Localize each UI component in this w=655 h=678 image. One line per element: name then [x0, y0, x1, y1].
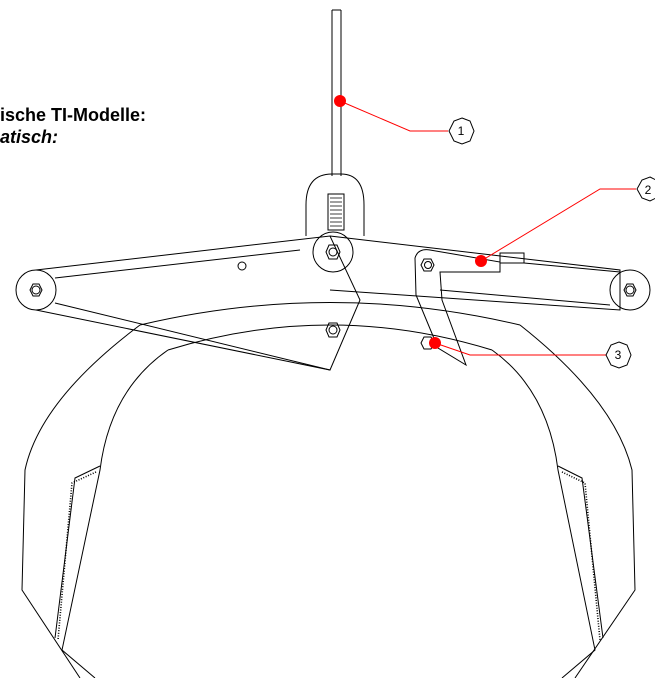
callout-1: 1 [448, 117, 475, 145]
bolt-right-end [623, 283, 637, 297]
leader-2 [480, 188, 636, 262]
heading: ische TI-Modelle: atisch: [0, 104, 146, 148]
heading-line-1: ische TI-Modelle: [0, 105, 147, 125]
bolt-pawl-top [420, 258, 435, 272]
markers [334, 95, 487, 349]
leader-3 [434, 342, 606, 356]
marker-2 [475, 255, 487, 267]
top-shackle [305, 173, 365, 236]
callout-1-number: 1 [458, 124, 465, 138]
centre-hub [312, 231, 354, 273]
inner-arch [139, 302, 521, 351]
right-lever [329, 235, 651, 311]
bolt-left-end [29, 283, 43, 297]
small-pin [237, 261, 247, 271]
leader-1 [339, 100, 448, 132]
heading-line-2: atisch: [0, 127, 59, 147]
callout-2: 2 [636, 176, 655, 202]
marker-3 [429, 337, 441, 349]
leader-lines [339, 100, 636, 356]
callout-3-number: 3 [615, 348, 622, 362]
right-jaw [491, 324, 636, 678]
callout-2-number: 2 [645, 183, 652, 197]
bolt-centre [325, 244, 341, 260]
callout-3: 3 [605, 341, 632, 369]
bolts [29, 244, 637, 350]
latch-pawl [414, 249, 621, 367]
marker-1 [334, 95, 346, 107]
left-jaw [21, 324, 169, 678]
bolt-lower-centre [325, 322, 341, 338]
lifting-rod [331, 9, 342, 176]
left-lever [15, 235, 361, 371]
